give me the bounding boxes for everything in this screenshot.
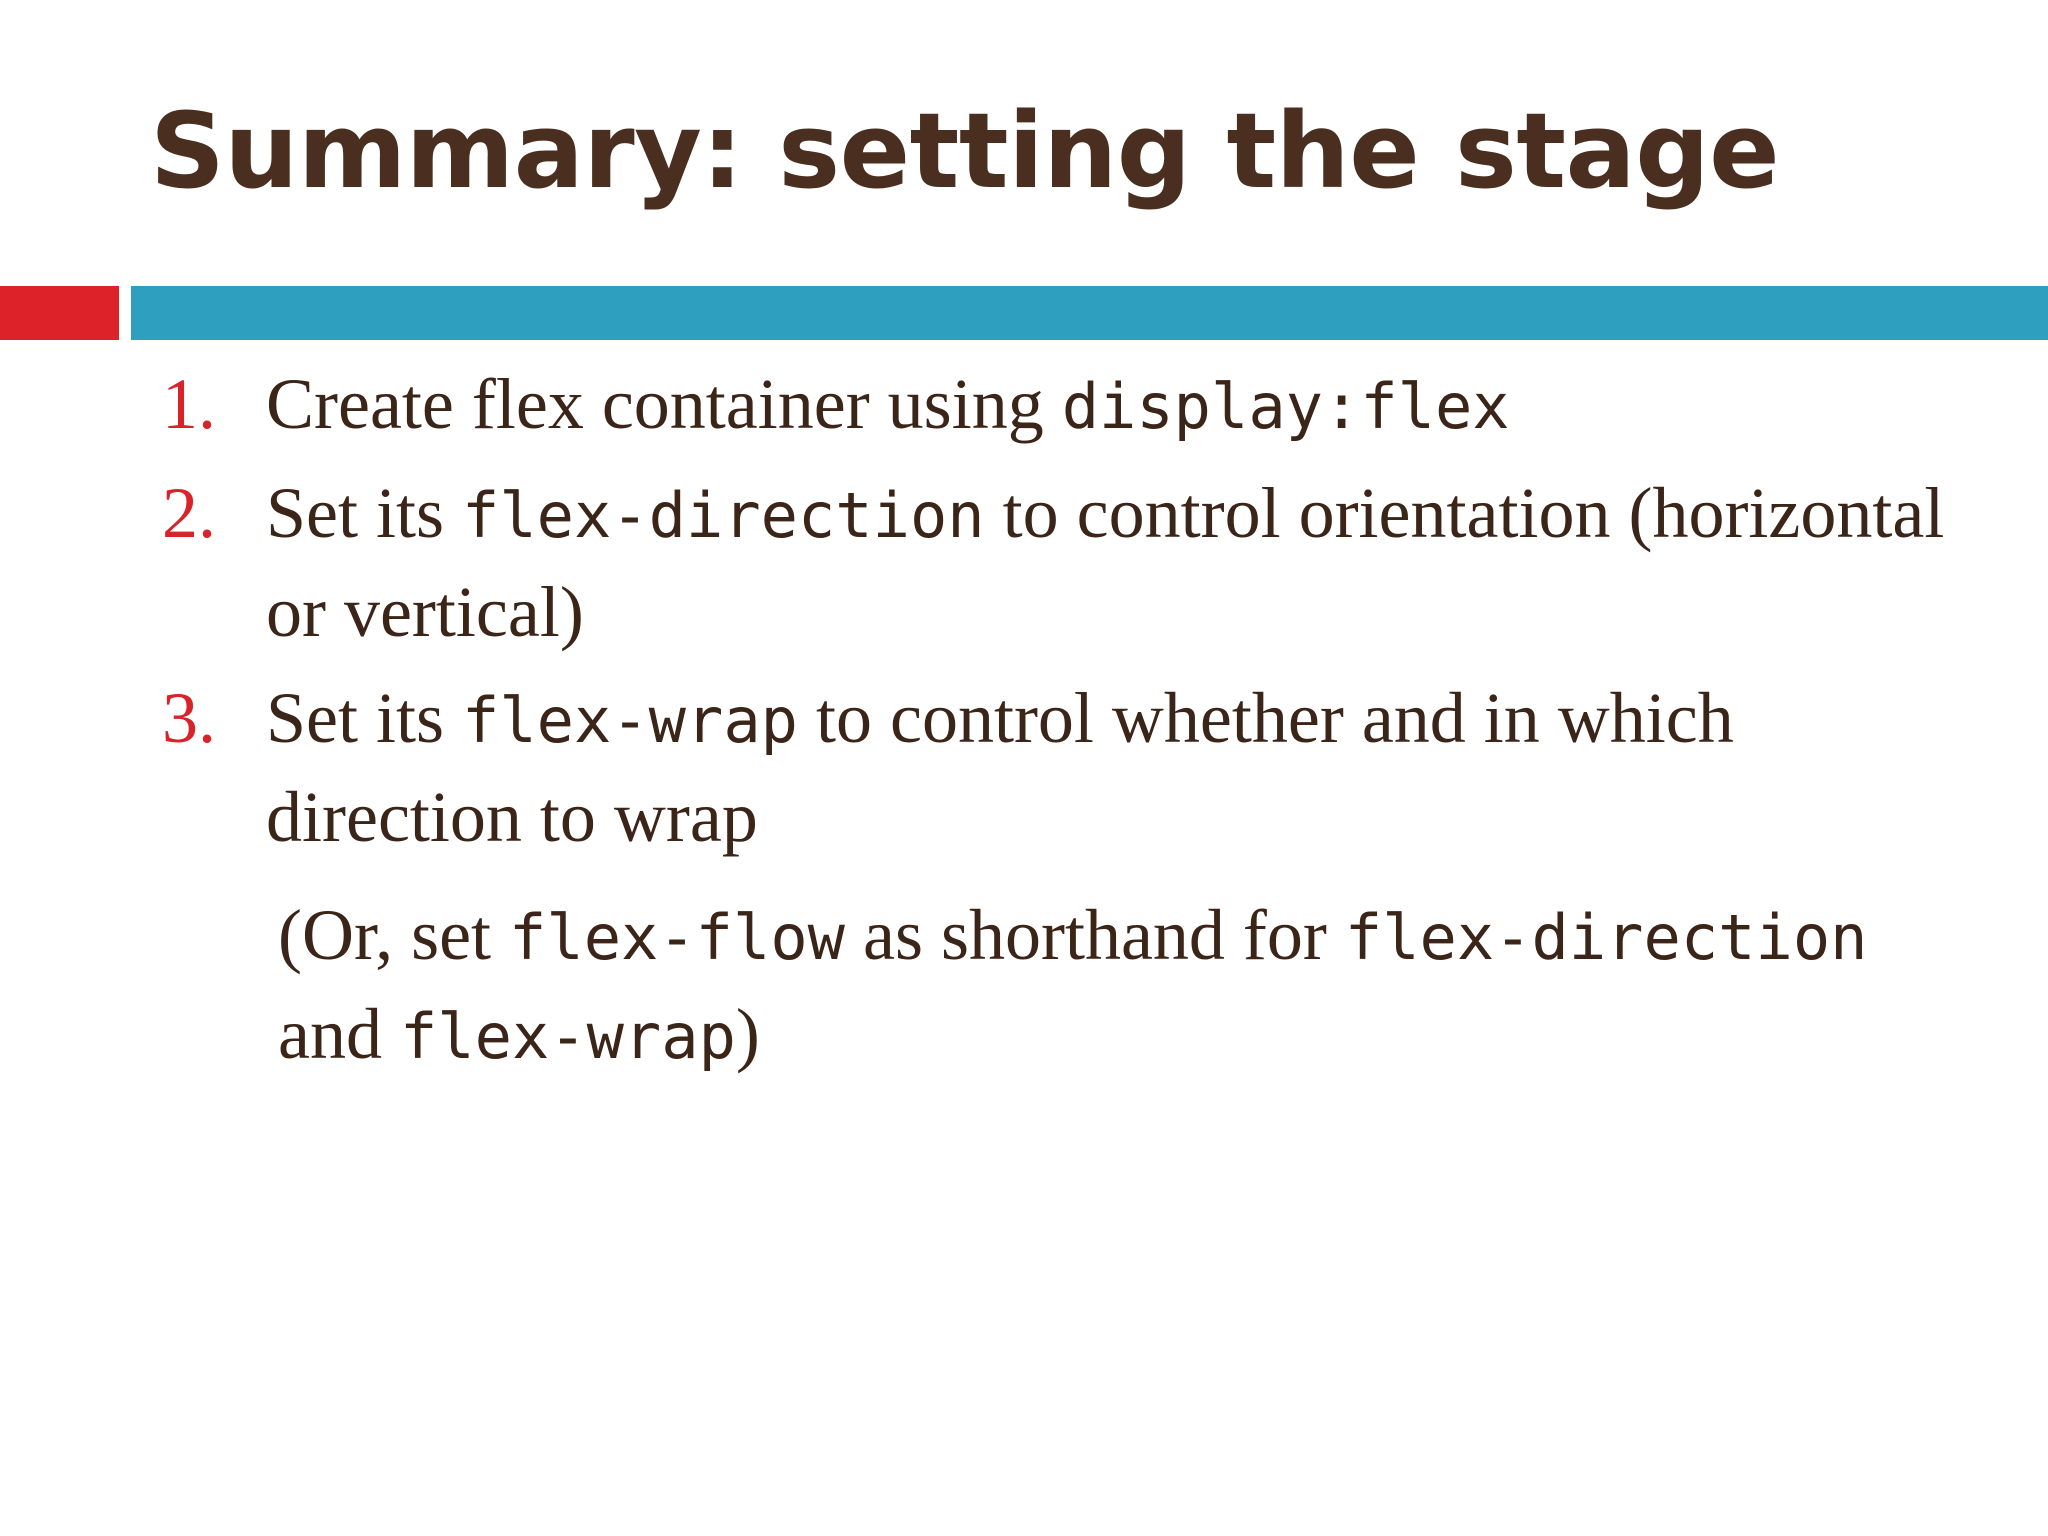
page-title: Summary: setting the stage — [150, 90, 1780, 213]
list-item: 3. Set its flex-wrap to control whether a… — [150, 670, 1988, 865]
accent-bar-blue — [131, 286, 2048, 340]
list-item-text: Set its flex-wrap to control whether and… — [266, 670, 1966, 865]
list-item: 1. Create flex container using display:fl… — [150, 356, 1988, 455]
text-run: Set its — [266, 473, 463, 553]
text-run: Set its — [266, 678, 463, 758]
title-area: Summary: setting the stage — [0, 0, 2048, 286]
list-item-text: Set its flex-direction to control orient… — [266, 465, 1966, 660]
text-run: as shorthand for — [845, 895, 1345, 975]
text-run: ) — [735, 994, 760, 1074]
list-item-text: Create flex container using display:flex — [266, 356, 1966, 455]
accent-bar-red — [0, 286, 119, 340]
list-item-number: 1. — [162, 364, 216, 444]
list-item: 2. Set its flex-direction to control orie… — [150, 465, 1988, 660]
sub-note-paragraph: (Or, set flex-flow as shorthand for flex… — [266, 887, 1978, 1085]
code-token: flex-wrap — [462, 684, 798, 757]
list-item-number: 2. — [162, 473, 216, 553]
accent-bar-row — [0, 286, 2048, 340]
slide-body: 1. Create flex container using display:fl… — [0, 356, 2048, 1536]
code-token: flex-wrap — [399, 1000, 736, 1073]
code-token: flex-direction — [1344, 901, 1868, 974]
text-run: and — [278, 994, 400, 1074]
code-token: display:flex — [1061, 370, 1510, 443]
code-token: flex-flow — [509, 901, 845, 974]
numbered-list: 1. Create flex container using display:fl… — [150, 356, 1988, 865]
text-run: to control orientation (horizontal or ve… — [266, 473, 1945, 652]
list-item-number: 3. — [162, 678, 216, 758]
text-run: (Or, set — [278, 895, 510, 975]
code-token: flex-direction — [462, 479, 985, 552]
text-run: Create flex container using — [266, 364, 1062, 444]
text-run: to control whether and in which directio… — [266, 678, 1734, 857]
